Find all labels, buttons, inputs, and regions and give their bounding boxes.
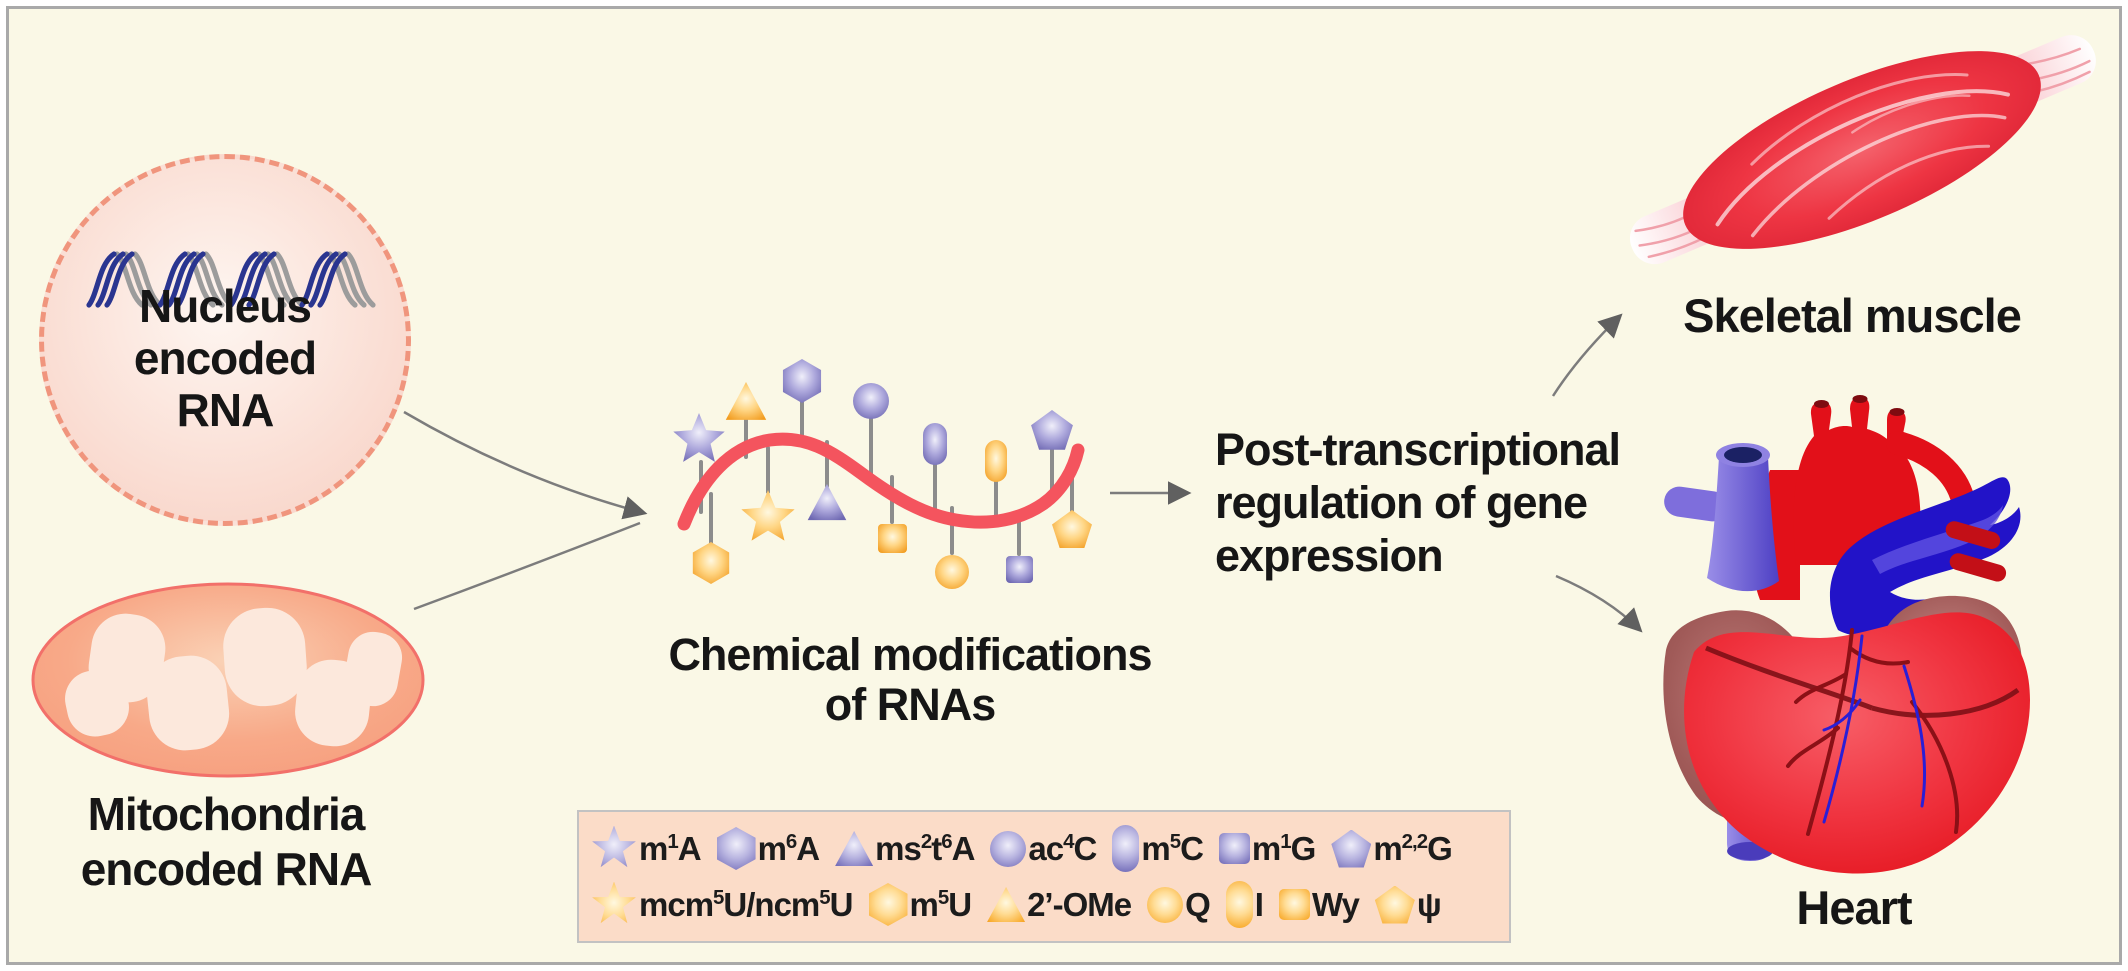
nucleus-label-line1: Nucleus <box>139 280 312 332</box>
mod-2OMe-triangle <box>725 382 767 420</box>
nucleus-illustration <box>39 154 411 526</box>
post-transcriptional-label: Post-transcriptional regulation of gene … <box>1215 423 1715 582</box>
legend-item-mcm5U-ncm5U: mcm5U/ncm5U <box>591 881 853 928</box>
legend-label-m5C: m5C <box>1141 829 1204 867</box>
post-label-line2: regulation of gene <box>1215 477 1588 528</box>
legend-item-2-OMe: 2’-OMe <box>987 885 1132 924</box>
legend-label-mcm5U-ncm5U: mcm5U/ncm5U <box>639 885 853 923</box>
coronary-arteries <box>1786 628 1960 836</box>
arrow-nucleus-to-modifications <box>403 410 648 520</box>
legend-label-Wy: Wy <box>1311 885 1360 923</box>
post-label-line3: expression <box>1215 530 1444 581</box>
dna-helix-icon <box>86 251 376 308</box>
mod-ms2t6A-triangle <box>807 484 847 521</box>
legend-label-m1G: m1G <box>1251 829 1316 867</box>
arrow-regulation-to-heart <box>1555 574 1643 633</box>
legend-triangle-icon <box>835 831 874 866</box>
mitochondria-label-line1: Mitochondria <box>87 788 366 840</box>
legend-item-m5U: m5U <box>868 883 973 926</box>
legend-star-icon <box>592 825 636 868</box>
mod-ac4C-circle <box>853 383 889 419</box>
legend-label-m22G: m2,2G <box>1373 829 1452 867</box>
legend-hexagon-icon <box>868 883 908 926</box>
ventricles <box>1684 612 2030 874</box>
legend-label-psi: ψ <box>1416 885 1442 923</box>
mod-m5U-hexagon <box>692 542 730 584</box>
legend-label-ms2t6A: ms2t6A <box>875 829 975 867</box>
figure-frame: Nucleus encoded RNA Mitochondria encoded… <box>6 6 2122 965</box>
nucleus-label-line3: RNA <box>176 384 275 436</box>
pulmonary-veins <box>1945 521 2007 582</box>
arrow-regulation-to-skeletal-muscle <box>1551 313 1623 397</box>
nucleus-label-line2: encoded <box>133 332 317 384</box>
mod-I-capsule <box>985 440 1007 482</box>
legend-square-icon <box>1218 833 1250 864</box>
pulmonary-artery <box>1829 477 2021 637</box>
legend-triangle-icon <box>987 887 1026 922</box>
mod-m1G-square <box>1006 556 1033 583</box>
legend-item-Wy: Wy <box>1278 885 1360 924</box>
legend-item-m1A: m1A <box>591 825 702 872</box>
legend-hexagon-icon <box>716 827 756 870</box>
legend-label-2-OMe: 2’-OMe <box>1027 885 1132 923</box>
legend-item-I: I <box>1225 881 1264 928</box>
legend-circle-icon <box>990 830 1027 867</box>
rna-strand <box>677 432 1085 531</box>
chemical-modifications-caption: Chemical modifications of RNAs <box>570 630 1250 730</box>
legend-star-icon <box>592 881 636 924</box>
arrow-mitochondria-to-modifications <box>413 521 641 611</box>
legend-pentagon-icon <box>1331 829 1372 868</box>
legend-item-ms2t6A: ms2t6A <box>835 829 975 868</box>
legend-item-ac4C: ac4C <box>990 829 1097 868</box>
legend-label-I: I <box>1254 885 1264 923</box>
heart-illustration <box>1663 395 2030 874</box>
mitochondria-label-line2: encoded RNA <box>80 843 373 895</box>
legend-row-purple: m1A m6A ms2t6A ac4C m5C m1G m2,2G <box>591 825 1497 872</box>
legend-label-m1A: m1A <box>639 829 702 867</box>
chemical-modifications-caption-line1: Chemical modifications <box>668 629 1152 680</box>
mod-mcm5U-star <box>741 490 795 541</box>
mod-m22G-pentagon <box>1031 410 1073 450</box>
nucleus-label: Nucleus encoded RNA <box>39 280 411 436</box>
mod-Wy-square <box>878 524 907 553</box>
mitochondria-label: Mitochondria encoded RNA <box>24 787 428 897</box>
legend-item-m5C: m5C <box>1112 825 1204 872</box>
legend-item-m22G: m2,2G <box>1331 829 1453 868</box>
legend-label-m5U: m5U <box>909 885 973 923</box>
superior-vena-cava <box>1664 443 1779 592</box>
legend-pentagon-icon <box>1374 885 1415 924</box>
chemical-modifications-caption-line2: of RNAs <box>824 679 997 730</box>
legend-item-Q: Q <box>1147 885 1211 924</box>
post-label-line1: Post-transcriptional <box>1215 424 1621 475</box>
legend-item-psi: ψ <box>1374 885 1442 924</box>
legend-label-ac4C: ac4C <box>1028 829 1097 867</box>
skeletal-muscle-illustration <box>1629 35 2096 265</box>
mod-m5C-capsule <box>923 423 947 465</box>
legend-item-m6A: m6A <box>716 827 821 870</box>
legend-capsule-icon <box>1225 881 1253 928</box>
mod-Q-circle <box>935 555 969 589</box>
coronary-veins <box>1822 634 1927 824</box>
legend-row-orange: mcm5U/ncm5U m5U 2’-OMe Q I Wy ψ <box>591 881 1497 928</box>
legend-label-m6A: m6A <box>757 829 821 867</box>
mod-m6A-hexagon <box>782 359 822 403</box>
atrioventricular-grooves <box>1705 645 2020 718</box>
mod-m1A-star <box>673 413 725 462</box>
skeletal-muscle-label: Skeletal muscle <box>1683 289 2022 342</box>
aorta <box>1793 395 1975 565</box>
mod-psi-pentagon <box>1052 510 1092 548</box>
heart-label: Heart <box>1796 881 1912 934</box>
legend-square-icon <box>1278 889 1310 920</box>
legend-label-Q: Q <box>1185 885 1211 923</box>
mitochondria-illustration <box>31 582 425 778</box>
legend-circle-icon <box>1147 886 1184 923</box>
legend-item-m1G: m1G <box>1218 829 1316 868</box>
legend-capsule-icon <box>1112 825 1140 872</box>
